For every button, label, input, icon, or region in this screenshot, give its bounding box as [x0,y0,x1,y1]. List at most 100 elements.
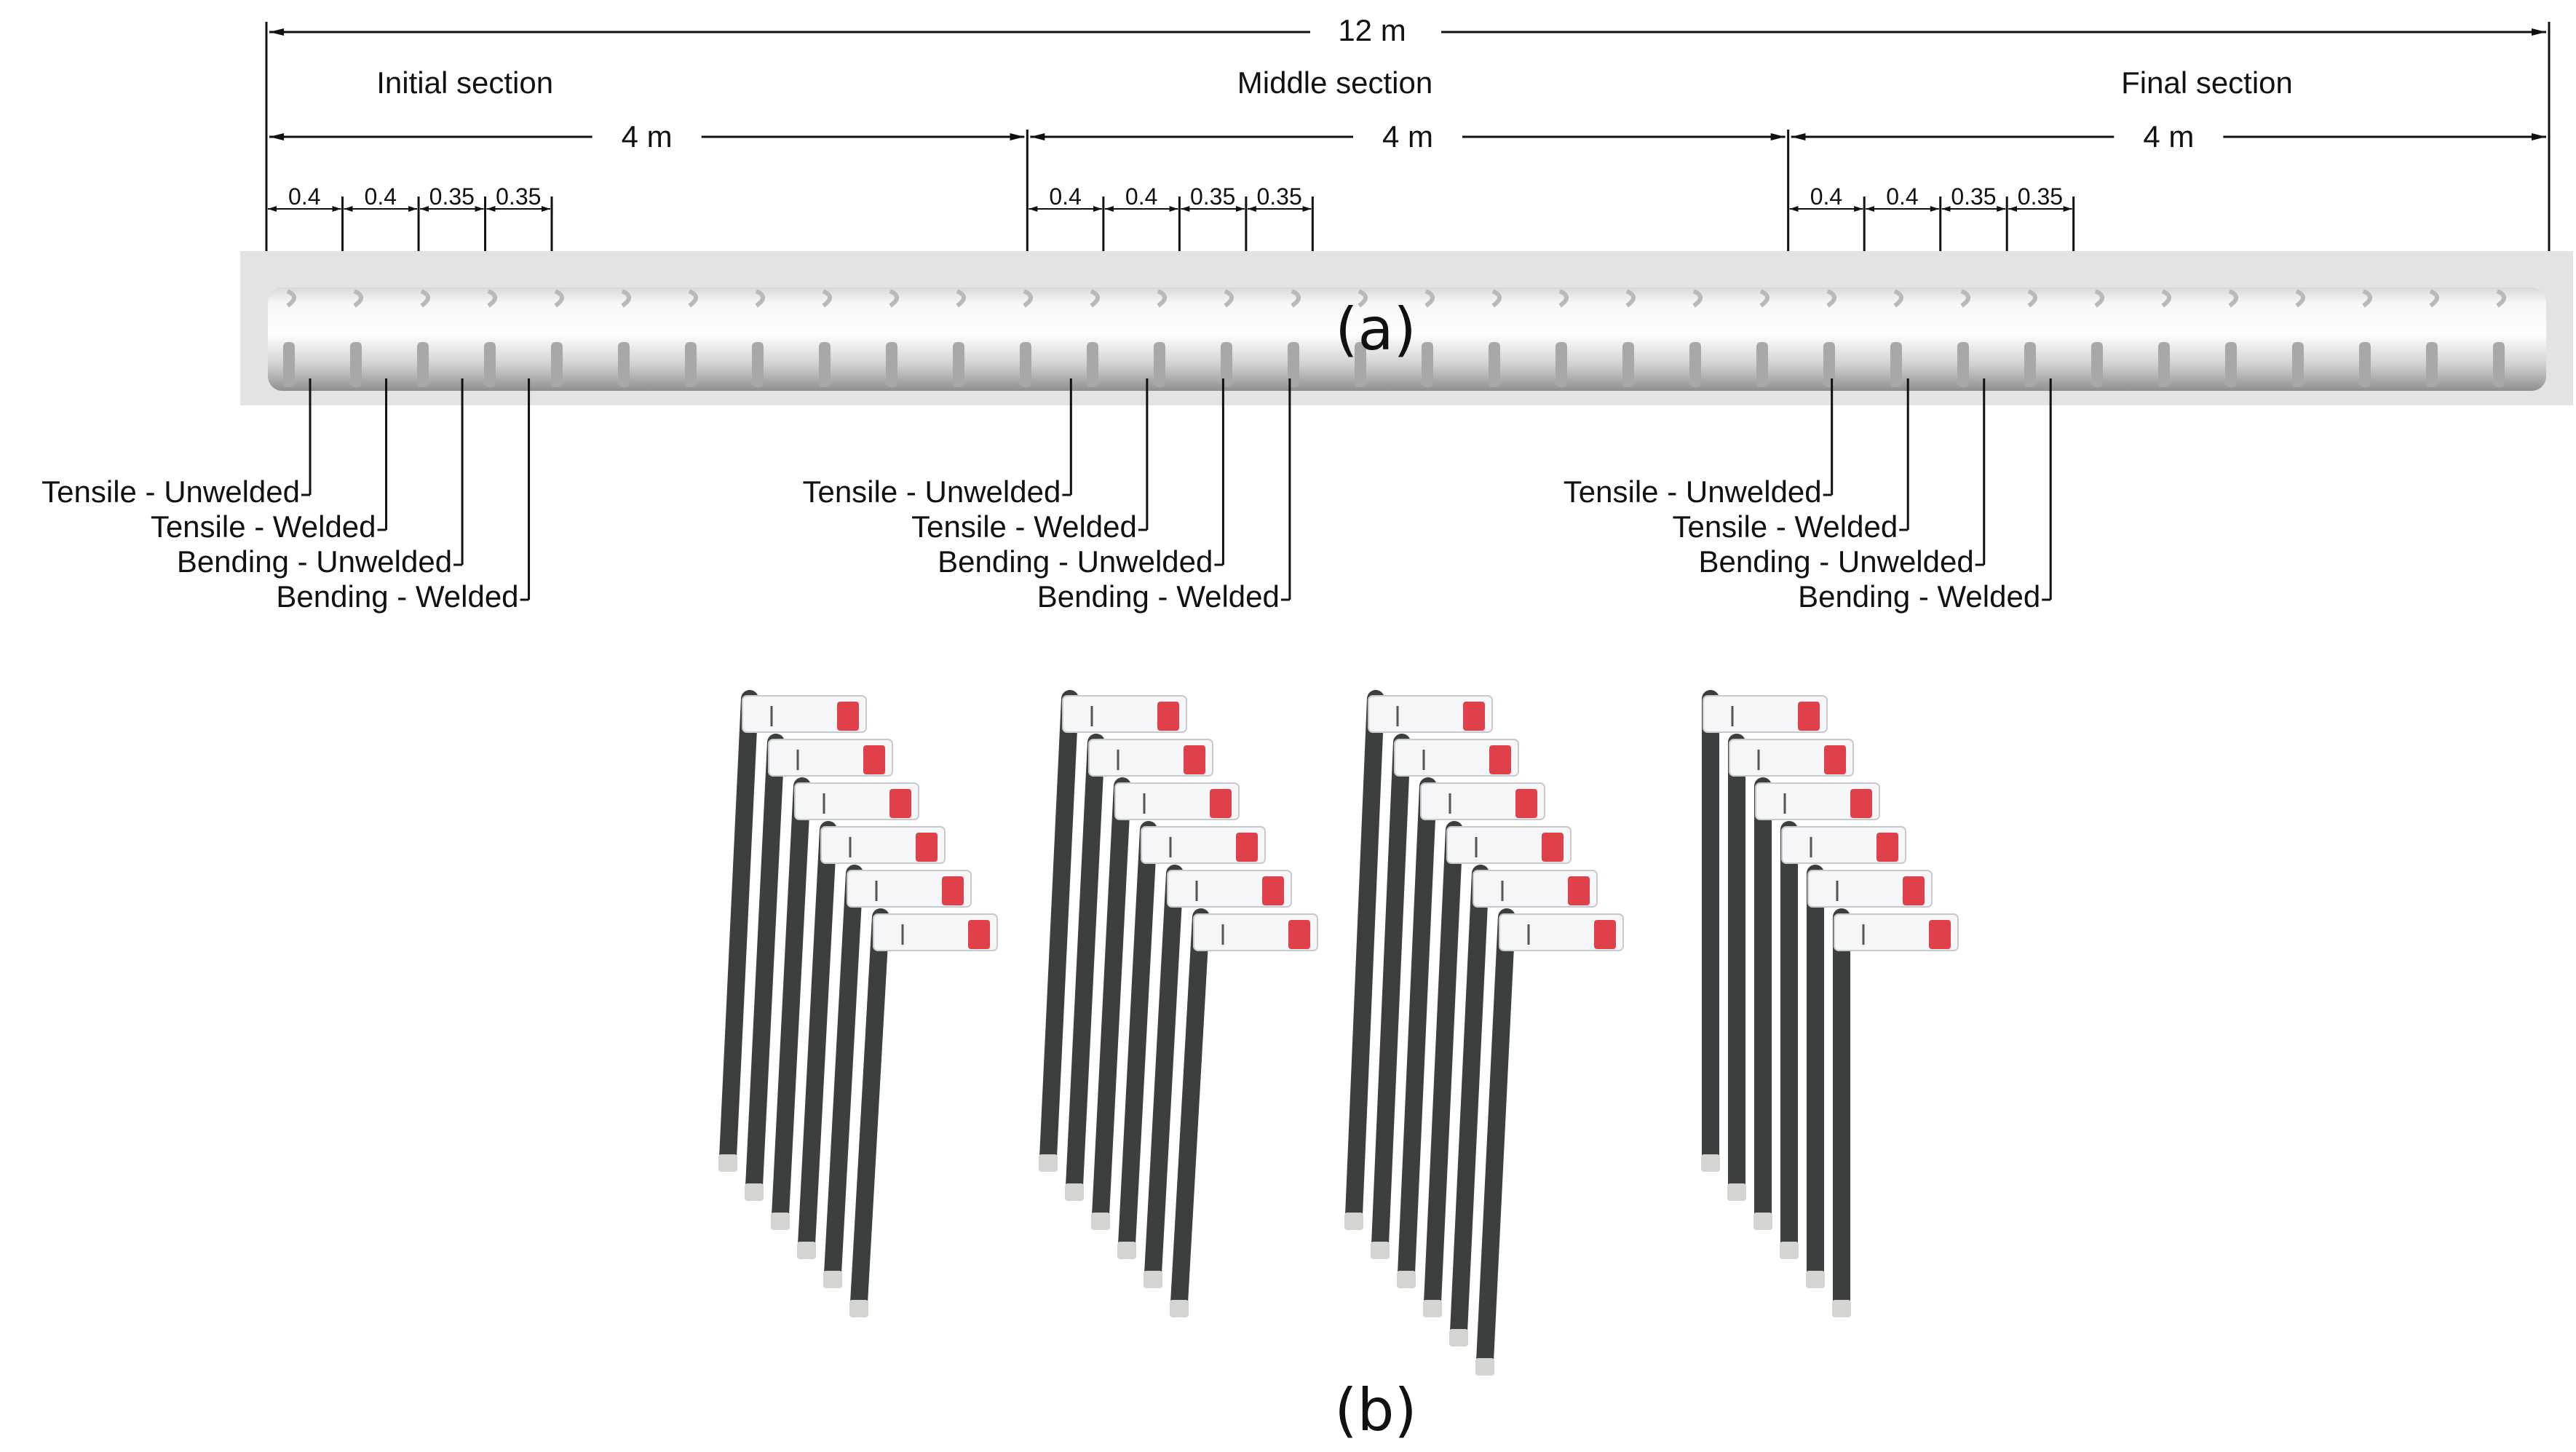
rib [2091,342,2103,387]
callout-label: Bending - Unwelded [1698,544,1973,579]
specimen-end-cap [1091,1213,1110,1230]
rib [1957,342,1969,387]
rib [2024,342,2036,387]
specimen-end-cap [1170,1300,1189,1317]
rebar-bar [268,287,2546,391]
rib-top [1491,289,1502,308]
specimen-photo [718,690,1959,1376]
rib [685,342,697,387]
rib-top [554,289,564,308]
rib [350,342,362,387]
tag-marker-icon [1210,789,1232,818]
tag-marker-icon [1929,920,1951,949]
specimen-bar [1450,865,1489,1341]
tag-marker-icon [1876,833,1898,862]
rib [551,342,563,387]
rib-top [2027,289,2037,308]
callout-label: Bending - Welded [276,579,518,614]
rib [1020,342,1031,387]
section-name: Initial section [376,66,553,100]
subspacing-label: 0.4 [1125,183,1157,210]
specimen-end-cap [1832,1300,1851,1317]
specimen-bar [1170,908,1210,1312]
specimen-tag [1141,826,1266,864]
specimen-bar [772,777,811,1224]
specimen-tag [1114,782,1240,820]
rib-top [1759,289,1769,308]
subspacing-label: 0.4 [1049,183,1081,210]
rib [2225,342,2237,387]
rib-top [1826,289,1836,308]
section-length-label: 4 m [622,119,673,154]
specimen-bar [1424,821,1463,1312]
rib-top [1358,289,1368,308]
specimen-end-cap [771,1213,790,1230]
tag-marker-icon [889,789,911,818]
tag-marker-icon [1184,745,1205,774]
specimen-tag [820,826,946,864]
subspacing-label: 0.35 [496,183,541,210]
specimen-end-cap [1039,1154,1058,1172]
rib [819,342,831,387]
specimen-bar [1371,734,1411,1253]
rib-top [1558,289,1569,308]
rib-top [420,289,430,308]
rib [886,342,897,387]
rib [417,342,429,387]
tag-marker-icon [1236,833,1258,862]
panel-b-label: (b) [1334,1376,1416,1444]
tag-marker-icon [837,702,859,731]
total-length-label: 12 m [1338,13,1406,47]
specimen-end-cap [1753,1213,1772,1230]
callout-label: Tensile - Welded [1672,509,1898,544]
specimen-bar [1092,777,1131,1224]
subspacing-label: 0.35 [2018,183,2063,210]
specimen-tag [1781,826,1906,864]
specimen-bar [1345,690,1384,1224]
specimen-bar [850,908,889,1312]
rib [1489,342,1500,387]
specimen-bar [745,734,785,1195]
tag-marker-icon [1568,876,1590,905]
specimen-bar [1144,865,1184,1282]
rib-top [755,289,765,308]
tag-marker-icon [1489,745,1511,774]
subspacing-label: 0.4 [1886,183,1918,210]
rib [1087,342,1098,387]
specimen-tag [1703,695,1828,733]
callout-label: Tensile - Unwelded [1564,475,1822,509]
specimen-tag [1755,782,1880,820]
specimen-bar [719,690,758,1166]
specimen-group-3 [1344,690,1624,1376]
specimen-tag [1062,695,1187,733]
specimen-end-cap [718,1154,737,1172]
specimen-end-cap [1780,1242,1799,1259]
specimen-tag [1368,695,1493,733]
rib-top [822,289,832,308]
specimen-end-cap [1065,1183,1084,1201]
rib-top [1224,289,1234,308]
rib [1756,342,1768,387]
subspacing-label: 0.35 [429,183,475,210]
callout-label: Tensile - Welded [151,509,376,544]
rib-top [1157,289,1167,308]
callout-label: Tensile - Welded [911,509,1137,544]
rib-top [956,289,966,308]
rib [1555,342,1567,387]
subspacing-label: 0.35 [1256,183,1301,210]
subspacing-label: 0.4 [365,183,397,210]
tag-marker-icon [1594,920,1616,949]
rib [283,342,295,387]
rib-top [2228,289,2238,308]
tag-marker-icon [1262,876,1284,905]
specimen-end-cap [823,1271,842,1288]
rib [953,342,964,387]
rib-top [1692,289,1703,308]
specimen-bar [824,865,863,1282]
specimen-tag [847,870,972,908]
sections: Initial section 4 m 0.4 0.4 0.35 0.35Tensile … [41,66,2546,614]
rib [752,342,764,387]
specimen-bar [1118,821,1157,1253]
